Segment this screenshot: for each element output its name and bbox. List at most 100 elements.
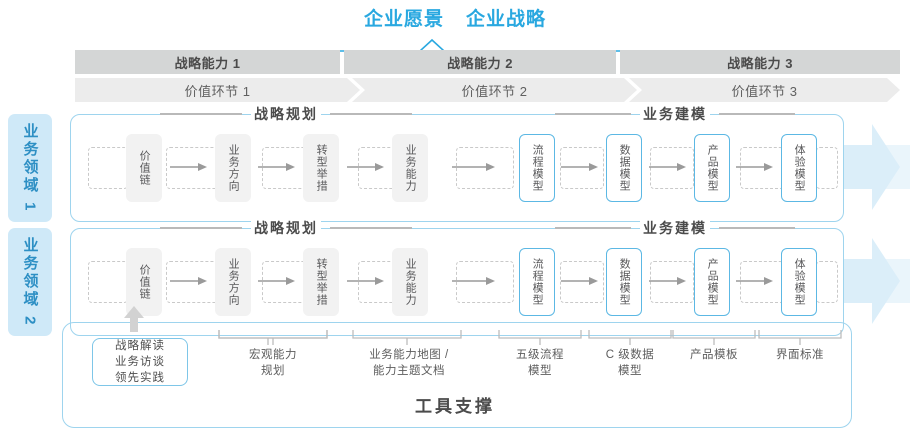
tool-label-line: 模型 bbox=[618, 364, 642, 377]
node-business-capability[interactable]: 业务能力 bbox=[392, 248, 428, 316]
section-header-business-modeling-1: 业务建模 bbox=[555, 104, 795, 124]
node-process-model[interactable]: 流程模型 bbox=[519, 134, 555, 202]
node-business-direction[interactable]: 业务方向 bbox=[215, 248, 251, 316]
node-label: 价值链 bbox=[138, 264, 151, 300]
flow-arrow-icon bbox=[736, 276, 773, 286]
flow-arrow-icon bbox=[452, 162, 495, 172]
node-label: 业务方向 bbox=[227, 144, 240, 192]
value-chain-cell-3[interactable]: 价值环节 3 bbox=[629, 78, 900, 102]
value-chain-cell-1[interactable]: 价值环节 1 bbox=[75, 78, 360, 102]
tool-bracket bbox=[758, 330, 842, 346]
tool-label-line: 模型 bbox=[528, 364, 552, 377]
capability-bar-row: 战略能力 1 战略能力 2 战略能力 3 bbox=[75, 50, 900, 74]
value-chain-row: 价值环节 1 价值环节 2 价值环节 3 bbox=[75, 78, 900, 102]
node-label: 业务能力 bbox=[404, 258, 417, 306]
flow-arrow-icon bbox=[258, 162, 295, 172]
placeholder-slot bbox=[560, 261, 604, 303]
node-label: 体验模型 bbox=[793, 144, 806, 192]
tool-label-macro-capability: 宏观能力 规划 bbox=[218, 348, 328, 379]
node-process-model[interactable]: 流程模型 bbox=[519, 248, 555, 316]
node-label: 流程模型 bbox=[531, 144, 544, 192]
node-transformation-measures[interactable]: 转型举措 bbox=[303, 248, 339, 316]
placeholder-slot bbox=[650, 147, 694, 189]
value-chain-label-2: 价值环节 2 bbox=[461, 83, 528, 99]
tool-label-line: 界面标准 bbox=[776, 349, 824, 361]
tool-highlight-box[interactable]: 战略解读 业务访谈 领先实践 bbox=[92, 338, 188, 386]
node-value-chain[interactable]: 价值链 bbox=[126, 134, 162, 202]
tool-label-capability-map: 业务能力地图 / 能力主题文档 bbox=[348, 348, 470, 379]
section-header-strategy-planning-2: 战略规划 bbox=[160, 218, 412, 238]
capability-cell-1[interactable]: 战略能力 1 bbox=[75, 50, 340, 74]
flow-arrow-icon bbox=[649, 162, 686, 172]
tool-highlight-line-2: 业务访谈 bbox=[115, 355, 165, 368]
node-transformation-measures[interactable]: 转型举措 bbox=[303, 134, 339, 202]
tool-bracket bbox=[672, 330, 756, 346]
placeholder-slot bbox=[560, 147, 604, 189]
node-business-direction[interactable]: 业务方向 bbox=[215, 134, 251, 202]
section-header-strategy-planning-1: 战略规划 bbox=[160, 104, 412, 124]
node-business-capability[interactable]: 业务能力 bbox=[392, 134, 428, 202]
flow-band-arrowhead-1 bbox=[838, 124, 900, 210]
tool-label-five-level-process: 五级流程 模型 bbox=[498, 348, 582, 379]
tool-label-line: C 级数据 bbox=[605, 349, 655, 361]
placeholder-slot bbox=[650, 261, 694, 303]
section-title: 战略规划 bbox=[251, 218, 321, 238]
node-data-model[interactable]: 数据模型 bbox=[606, 134, 642, 202]
flow-arrow-icon bbox=[561, 162, 598, 172]
value-chain-label-1: 价值环节 1 bbox=[184, 83, 251, 99]
placeholder-slot bbox=[816, 261, 838, 303]
section-title: 战略规划 bbox=[251, 104, 321, 124]
node-label: 流程模型 bbox=[531, 258, 544, 306]
node-label: 产品模型 bbox=[706, 258, 719, 306]
tool-bracket bbox=[588, 330, 672, 346]
tool-label-ui-standard: 界面标准 bbox=[758, 348, 842, 364]
node-label: 价值链 bbox=[138, 150, 151, 186]
node-label: 数据模型 bbox=[618, 258, 631, 306]
value-chain-cell-2[interactable]: 价值环节 2 bbox=[352, 78, 637, 102]
tool-label-line: 业务能力地图 / bbox=[369, 349, 449, 361]
sidebar-item-domain-2-label: 业务领域 2 bbox=[21, 236, 39, 328]
node-label: 转型举措 bbox=[315, 144, 328, 192]
flow-arrow-icon bbox=[347, 162, 384, 172]
node-experience-model[interactable]: 体验模型 bbox=[781, 134, 817, 202]
value-chain-label-3: 价值环节 3 bbox=[731, 83, 798, 99]
capability-cell-2[interactable]: 战略能力 2 bbox=[344, 50, 616, 74]
tool-bracket bbox=[218, 330, 328, 346]
flow-arrow-icon bbox=[170, 162, 207, 172]
section-title: 业务建模 bbox=[640, 104, 710, 124]
placeholder-slot bbox=[816, 147, 838, 189]
tool-label-line: 产品模板 bbox=[690, 349, 738, 361]
node-label: 数据模型 bbox=[618, 144, 631, 192]
flow-band-arrowhead-2 bbox=[838, 238, 900, 324]
node-experience-model[interactable]: 体验模型 bbox=[781, 248, 817, 316]
placeholder-slot bbox=[88, 147, 128, 189]
sidebar-item-domain-2[interactable]: 业务领域 2 bbox=[8, 228, 52, 336]
node-product-model[interactable]: 产品模型 bbox=[694, 134, 730, 202]
sidebar-item-domain-1[interactable]: 业务领域 1 bbox=[8, 114, 52, 222]
node-label: 转型举措 bbox=[315, 258, 328, 306]
tool-label-line: 宏观能力 bbox=[249, 349, 297, 361]
flow-arrow-icon bbox=[736, 162, 773, 172]
node-label: 业务方向 bbox=[227, 258, 240, 306]
flow-arrow-icon bbox=[170, 276, 207, 286]
node-label: 体验模型 bbox=[793, 258, 806, 306]
tool-highlight-line-3: 领先实践 bbox=[115, 372, 165, 385]
node-label: 产品模型 bbox=[706, 144, 719, 192]
placeholder-slot bbox=[456, 147, 514, 189]
page-title-strategy: 企业战略 bbox=[466, 9, 547, 30]
node-product-model[interactable]: 产品模型 bbox=[694, 248, 730, 316]
tool-label-line: 能力主题文档 bbox=[373, 364, 445, 377]
flow-arrow-icon bbox=[258, 276, 295, 286]
node-data-model[interactable]: 数据模型 bbox=[606, 248, 642, 316]
node-value-chain[interactable]: 价值链 bbox=[126, 248, 162, 316]
flow-arrow-icon bbox=[452, 276, 495, 286]
tool-support-container bbox=[62, 322, 852, 428]
capability-cell-3[interactable]: 战略能力 3 bbox=[620, 50, 900, 74]
sidebar-item-domain-1-label: 业务领域 1 bbox=[21, 122, 39, 214]
section-title: 业务建模 bbox=[640, 218, 710, 238]
flow-arrow-icon bbox=[347, 276, 384, 286]
tool-highlight-line-1: 战略解读 bbox=[115, 339, 165, 352]
placeholder-slot bbox=[456, 261, 514, 303]
placeholder-slot bbox=[88, 261, 128, 303]
